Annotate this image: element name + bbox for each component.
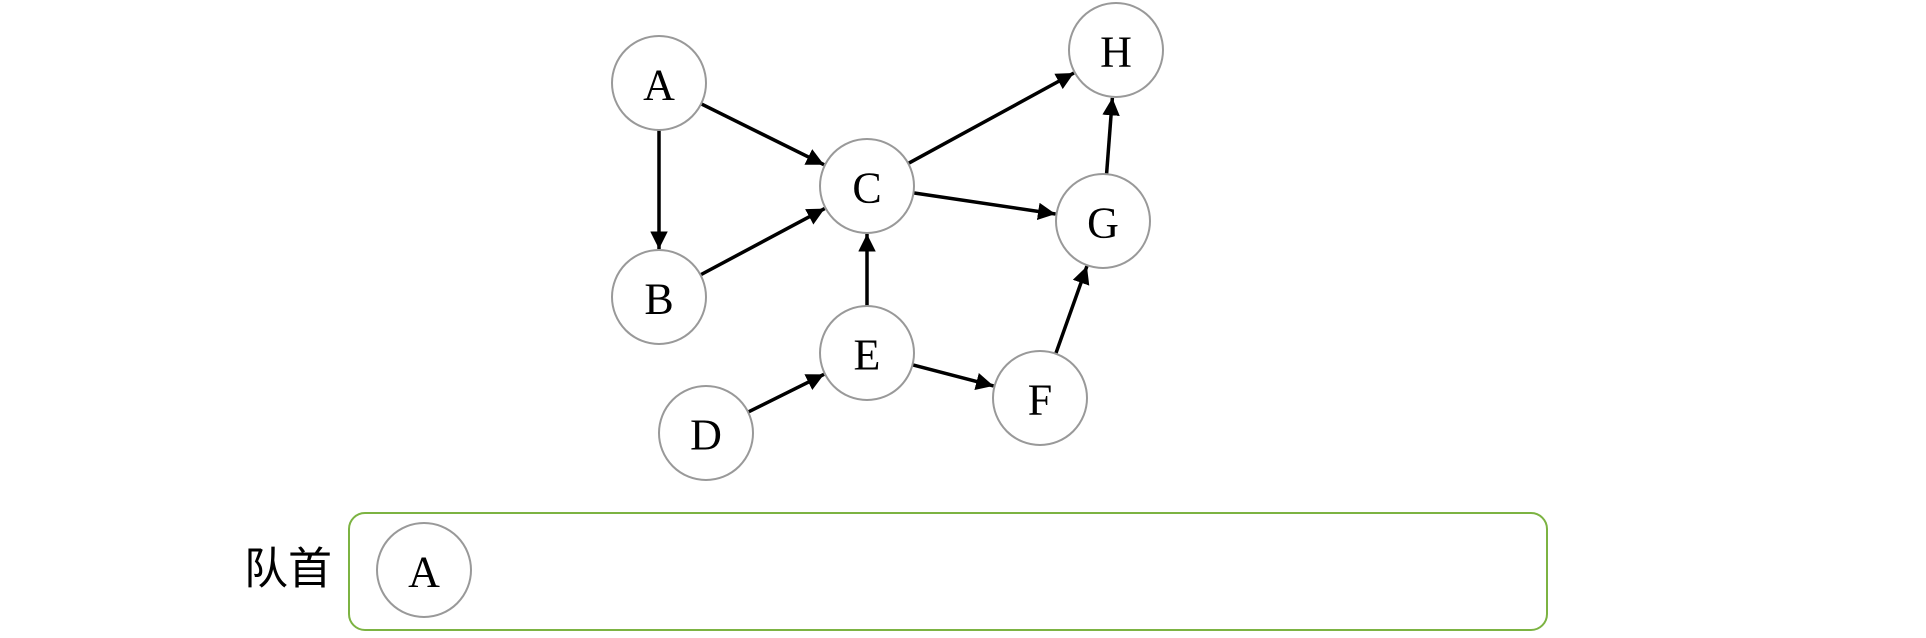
node-circle — [611, 35, 707, 131]
node-h: H — [1068, 2, 1164, 98]
node-circle — [992, 350, 1088, 446]
edge-a-to-c — [700, 102, 825, 167]
edge-b-to-c — [699, 207, 826, 277]
edge-c-to-g — [913, 191, 1056, 221]
node-label: F — [1028, 376, 1052, 425]
node-label: G — [1087, 199, 1119, 248]
node-f: F — [992, 350, 1088, 446]
queue-item: A — [376, 522, 472, 618]
queue-front-label: 队首 — [244, 544, 332, 595]
node-d: D — [658, 385, 754, 481]
node-circle — [819, 305, 915, 401]
queue-panel: 队首 A — [244, 512, 1548, 631]
queue-item-label: A — [408, 548, 440, 597]
node-circle — [1055, 173, 1151, 269]
node-circle — [658, 385, 754, 481]
node-circle — [611, 249, 707, 345]
edge-e-to-f — [912, 363, 994, 390]
node-circle — [1068, 2, 1164, 98]
nodes-layer: A B C D E F G H — [611, 2, 1164, 481]
edge-d-to-e — [747, 372, 825, 414]
edge-f-to-g — [1054, 265, 1090, 355]
node-e: E — [819, 305, 915, 401]
node-c: C — [819, 138, 915, 234]
node-label: E — [854, 331, 881, 380]
edges-layer — [650, 71, 1120, 414]
edge-c-to-h — [907, 71, 1075, 166]
node-label: C — [852, 164, 881, 213]
queue-item-circle — [376, 522, 472, 618]
node-label: D — [690, 411, 722, 460]
queue-box — [348, 512, 1548, 631]
edge-g-to-h — [1102, 97, 1120, 175]
node-g: G — [1055, 173, 1151, 269]
queue-items: A — [376, 522, 472, 618]
node-b: B — [611, 249, 707, 345]
node-label: B — [644, 275, 673, 324]
node-label: H — [1100, 28, 1132, 77]
node-circle — [819, 138, 915, 234]
node-a: A — [611, 35, 707, 131]
node-label: A — [643, 61, 675, 110]
